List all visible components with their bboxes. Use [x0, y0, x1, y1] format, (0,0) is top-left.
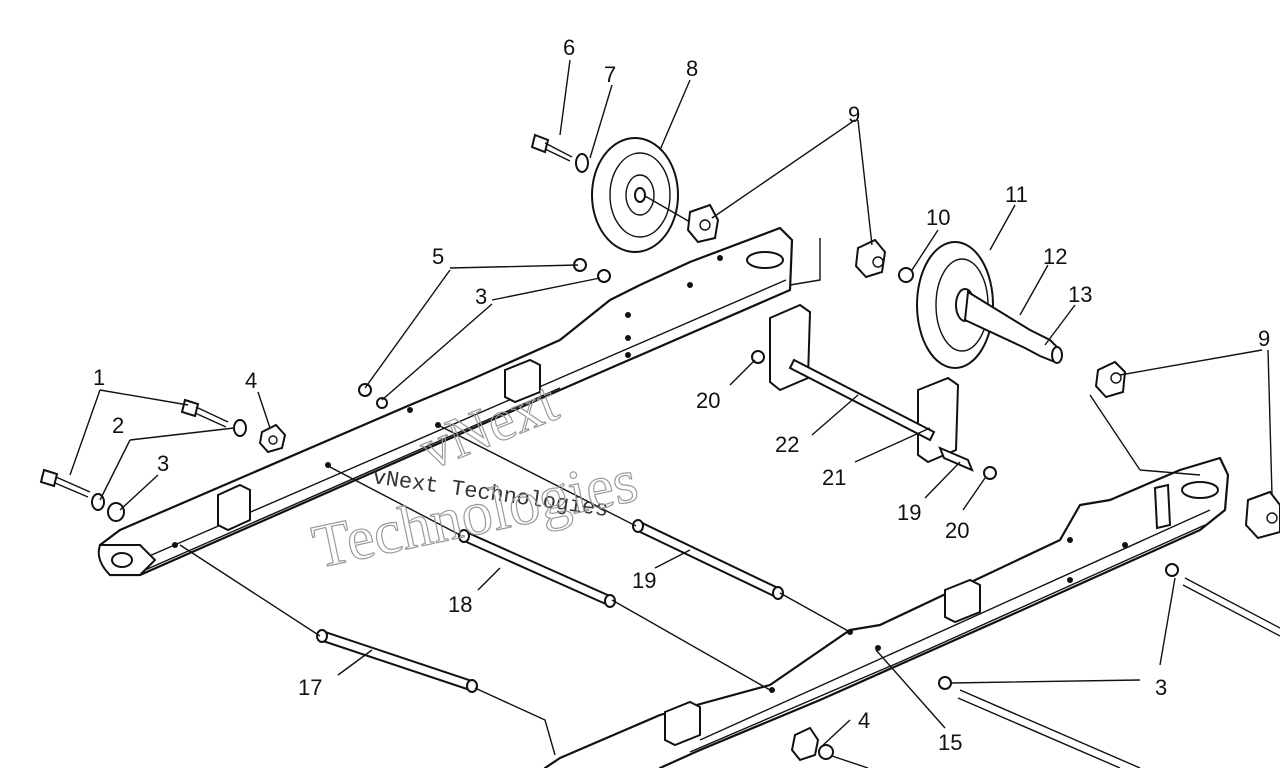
fasteners [39, 258, 1280, 768]
callout-19-upper: 19 [897, 500, 921, 525]
bearing-blocks-9 [686, 203, 1280, 540]
callout-15: 15 [938, 730, 962, 755]
callout-9-upper: 9 [848, 102, 860, 127]
callout-7: 7 [604, 62, 616, 87]
callout-12: 12 [1043, 244, 1067, 269]
left-rail [97, 226, 794, 577]
callout-11: 11 [1005, 182, 1028, 207]
callout-13: 13 [1068, 282, 1092, 307]
wheel-axle-11-13 [898, 241, 1063, 369]
callout-18: 18 [448, 592, 472, 617]
callout-4-left: 4 [245, 368, 257, 393]
callout-20-left: 20 [696, 388, 720, 413]
callout-2: 2 [112, 413, 124, 438]
bolt-washer-6-7 [530, 133, 589, 173]
callout-20-right: 20 [945, 518, 969, 543]
callout-3-top: 3 [475, 284, 487, 309]
callout-3-left: 3 [157, 451, 169, 476]
callout-6: 6 [563, 35, 575, 60]
callout-21: 21 [822, 465, 846, 490]
watermark-line2: Technologies [307, 447, 644, 582]
callout-8: 8 [686, 56, 698, 81]
cross-shafts [179, 424, 851, 756]
leader-lines [69, 59, 1273, 749]
pivot-axle [751, 303, 997, 480]
callouts: 6 7 8 9 10 11 12 13 9 5 3 1 4 2 3 20 22 … [93, 35, 1270, 755]
right-rail [543, 456, 1230, 768]
watermark: vNext vNext Technologies Technologies [306, 368, 644, 582]
callout-9-right: 9 [1258, 326, 1270, 351]
callout-17: 17 [298, 675, 322, 700]
callout-4-right: 4 [858, 708, 870, 733]
callout-19-shaft: 19 [632, 568, 656, 593]
callout-10: 10 [926, 205, 950, 230]
callout-1: 1 [93, 365, 105, 390]
callout-5: 5 [432, 244, 444, 269]
callout-3-right: 3 [1155, 675, 1167, 700]
idler-wheel-8 [591, 137, 691, 253]
callout-22: 22 [775, 432, 799, 457]
